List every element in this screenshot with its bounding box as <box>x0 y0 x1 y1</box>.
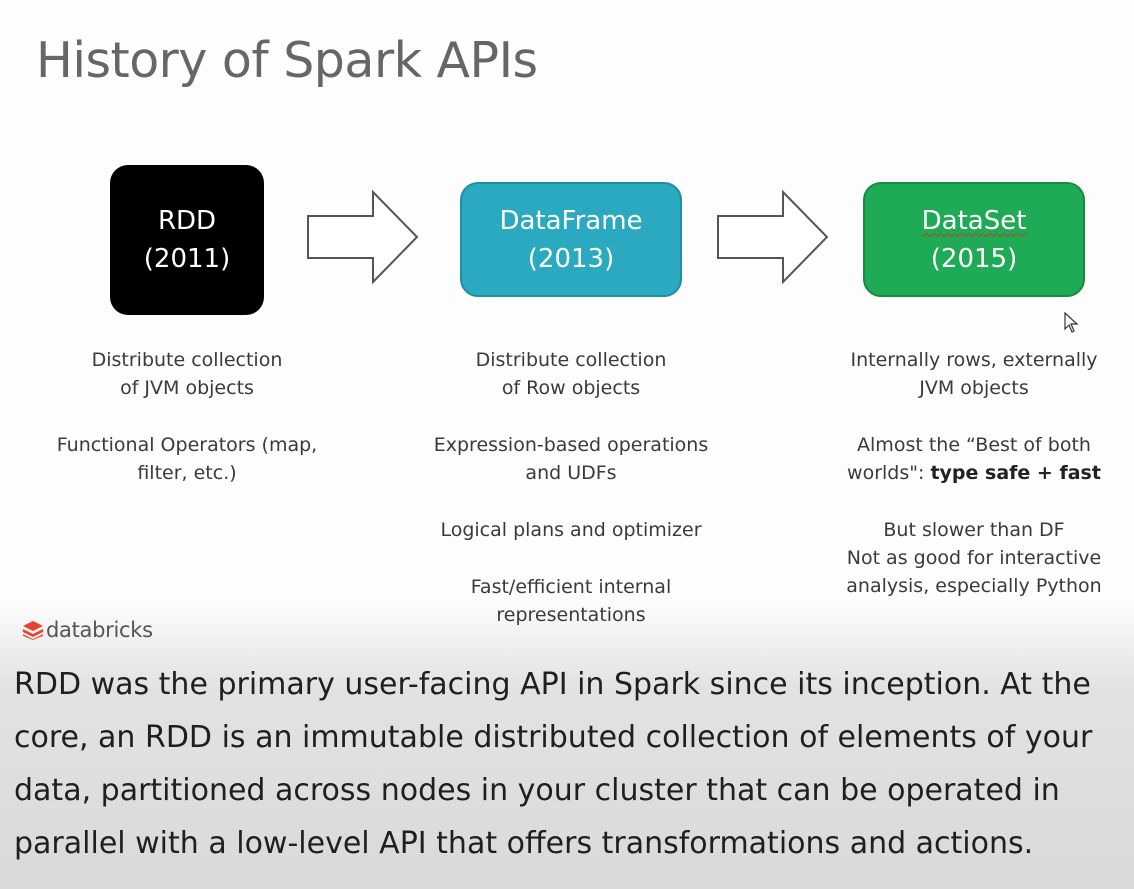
desc-line: representations <box>496 604 646 626</box>
desc-line: of JVM objects <box>120 377 254 399</box>
rdd-box: RDD (2011) <box>110 165 264 315</box>
desc-line: Fast/efficient internal <box>470 576 672 598</box>
desc-line: worlds": type safe + fast <box>814 459 1134 487</box>
desc-line: and UDFs <box>525 462 617 484</box>
dataset-description: Internally rows, externally JVM objects … <box>814 346 1134 600</box>
desc-line: filter, etc.) <box>137 462 237 484</box>
rdd-name: RDD <box>157 206 217 236</box>
databricks-logo: databricks <box>22 618 153 642</box>
rdd-year: (2011) <box>143 244 231 274</box>
right-arrow-icon <box>717 190 829 284</box>
desc-line: Internally rows, externally <box>850 349 1098 371</box>
desc-line: Functional Operators (map, <box>56 434 318 456</box>
dataframe-name: DataFrame <box>499 205 643 236</box>
desc-line: Expression-based operations <box>433 434 709 456</box>
desc-line: Distribute collection <box>91 349 283 371</box>
desc-line: JVM objects <box>919 377 1029 399</box>
desc-text: worlds": <box>847 462 931 484</box>
dataset-box: DataSet (2015) <box>863 182 1085 297</box>
desc-bold-text: type safe + fast <box>930 462 1101 484</box>
desc-line: analysis, especially Python <box>846 575 1102 597</box>
rdd-description: Distribute collection of JVM objects Fun… <box>27 346 347 487</box>
desc-line: Almost the “Best of both <box>857 434 1091 456</box>
desc-line: of Row objects <box>501 377 641 399</box>
brand-name: databricks <box>46 618 153 642</box>
dataset-name: DataSet <box>921 205 1027 236</box>
dataframe-box: DataFrame (2013) <box>460 182 682 297</box>
dataframe-description: Distribute collection of Row objects Exp… <box>411 346 731 629</box>
desc-line: Distribute collection <box>475 349 667 371</box>
databricks-logo-icon <box>23 621 43 640</box>
desc-line: Logical plans and optimizer <box>440 519 702 541</box>
desc-line: Not as good for interactive <box>846 547 1102 569</box>
dataset-year: (2015) <box>930 243 1018 274</box>
slide-title: History of Spark APIs <box>36 32 538 89</box>
right-arrow-icon <box>307 190 419 284</box>
video-caption: RDD was the primary user-facing API in S… <box>14 667 1093 861</box>
caption-background <box>0 600 1134 889</box>
desc-line: But slower than DF <box>883 519 1065 541</box>
dataframe-year: (2013) <box>527 243 615 274</box>
mouse-cursor-icon <box>1064 312 1079 333</box>
